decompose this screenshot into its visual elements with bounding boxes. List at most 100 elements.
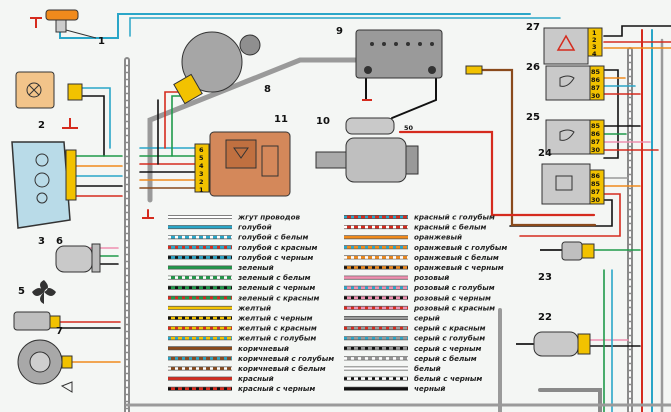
svg-text:1: 1 [199,186,204,194]
legend-label: желтый [237,303,271,312]
component-22-sensor: 22 [516,312,591,357]
callout-9: 9 [336,26,343,37]
legend-entry: красный с голубым [344,213,495,222]
legend-label: голубой [238,223,272,232]
legend-label: жгут проводов [237,213,301,222]
legend-entry: жгут проводов [168,213,301,222]
component-24-relay: 86 85 87 30 24 [538,148,605,205]
legend-entry: желтый с красным [168,324,317,333]
callout-5: 7 [56,326,63,337]
legend-label: белый [414,364,441,373]
svg-text:86: 86 [591,76,601,84]
svg-text:30: 30 [591,196,601,204]
legend-label: красный с черным [238,384,315,393]
wire-layer [59,13,671,412]
block-11-pins: 6 5 4 3 2 1 [199,146,204,194]
legend-entry: красный [168,374,274,383]
svg-text:6: 6 [199,146,204,154]
svg-text:85: 85 [591,122,601,130]
svg-text:86: 86 [591,130,601,138]
legend-label: зеленый с черным [237,283,315,292]
callout-24: 24 [538,148,552,159]
callout-1: 1 [98,36,105,47]
svg-text:3: 3 [592,43,597,51]
legend-entry: желтый с черным [168,314,313,323]
legend-label: розовый с голубым [413,283,495,292]
legend-label: коричневый с голубым [238,354,334,363]
callout-7: 6 [56,236,63,247]
callout-6: 5 [18,286,25,297]
legend-label: красный с белым [414,223,487,232]
svg-text:3: 3 [199,170,204,178]
component-1-switch: 1 [45,9,105,47]
svg-text:4: 4 [199,162,204,170]
component-10-starter: 10 50 [315,116,419,183]
callout-3: 3 [38,236,45,247]
legend-entry: розовый с черным [344,293,491,302]
ground-symbols [30,17,372,219]
svg-text:85: 85 [591,68,601,76]
legend-label: голубой с черным [238,253,313,262]
legend-entry: зеленый с черным [168,283,315,292]
legend-label: голубой с красным [238,243,317,252]
legend-entry: голубой [168,223,272,232]
legend-entry: черный [344,384,445,393]
legend-entry: белый [344,364,441,373]
component-11-control-unit: 6 5 4 3 2 1 11 [194,114,291,197]
legend-label: серый с белым [414,354,477,363]
legend-entry: коричневый с белым [168,364,326,373]
legend-label: желтый с черным [237,314,313,323]
legend-label: желтый с голубым [237,334,316,343]
component-26-relay: 85 86 87 30 26 [526,62,605,101]
legend-label: серый с черным [414,344,482,353]
component-7-sensor: 6 [55,236,101,273]
svg-text:87: 87 [591,188,600,196]
legend-label: розовый с красным [413,303,495,312]
legend-label: красный [238,374,274,383]
svg-text:86: 86 [591,172,601,180]
legend-label: серый [414,314,440,323]
legend-entry: зеленый с белым [168,273,311,282]
legend-label: розовый [413,273,449,282]
legend-entry: красный с белым [344,223,487,232]
starter-terminal-50: 50 [404,124,414,132]
legend-entry: красный с черным [168,384,315,393]
legend-entry: желтый с голубым [168,334,316,343]
legend-entry: серый с черным [344,344,482,353]
callout-26: 26 [526,62,540,73]
legend-entry: серый с голубым [344,334,485,343]
legend-label: коричневый с белым [238,364,326,373]
legend-label: оранжевый с белым [414,253,499,262]
callout-8: 8 [264,84,271,95]
legend-entry: розовый [344,273,449,282]
legend-entry: оранжевый [344,233,462,242]
legend-label: голубой с белым [238,233,309,242]
svg-text:1: 1 [592,29,597,37]
svg-text:30: 30 [591,92,601,100]
legend-entry: коричневый с голубым [168,354,334,363]
legend-entry: серый с красным [344,324,486,333]
svg-text:5: 5 [199,154,204,162]
legend-entry: оранжевый с черным [344,263,504,272]
legend-entry: голубой с белым [168,233,309,242]
svg-text:87: 87 [591,138,600,146]
legend-entry: серый с белым [344,354,477,363]
legend-label: зеленый с белым [237,273,311,282]
component-9-battery: 9 [336,26,483,79]
legend-entry: розовый с голубым [344,283,495,292]
component-8-distributor: 8 [173,31,271,105]
legend-entry: розовый с красным [344,303,495,312]
callout-11: 11 [274,114,288,125]
legend-label: серый с голубым [414,334,485,343]
legend-label: оранжевый с голубым [414,243,507,252]
legend-label: розовый с черным [413,293,491,302]
legend-label: серый с красным [414,324,486,333]
legend-label: оранжевый [414,233,462,242]
legend-entry: коричневый [168,344,289,353]
legend-label: оранжевый с черным [414,263,504,272]
component-23-sensor: 23 [538,241,595,283]
legend-label: красный с голубым [414,213,495,222]
